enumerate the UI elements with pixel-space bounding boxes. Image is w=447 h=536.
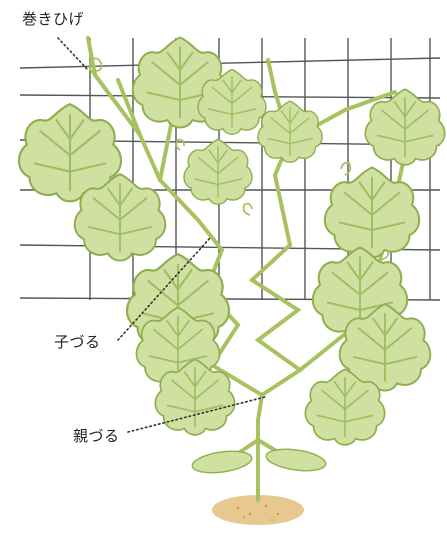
parent-vine-label: 親づる: [73, 425, 120, 446]
tendril-label: 巻きひげ: [22, 8, 84, 29]
child-vine-label: 子づる: [54, 331, 101, 352]
